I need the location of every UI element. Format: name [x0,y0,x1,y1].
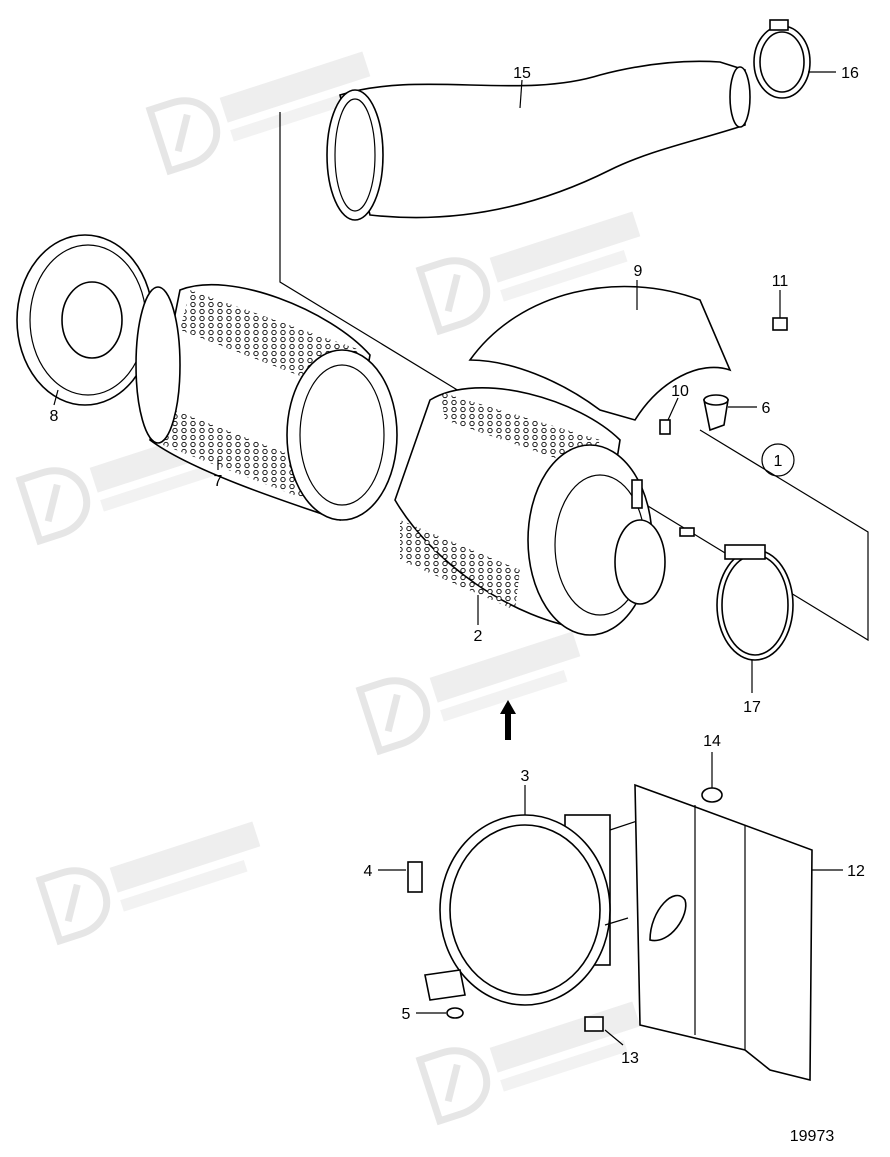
callout-4: 4 [364,863,373,880]
callout-10: 10 [671,383,689,400]
callout-13: 13 [621,1050,639,1067]
assembly-frame [279,112,869,642]
callout-17: 17 [743,699,761,716]
leader-lines [53,71,843,1046]
callout-6: 6 [762,400,771,417]
callout-14: 14 [703,733,721,750]
clamp-part-17 [716,544,794,661]
callout-2: 2 [474,628,483,645]
bracket-part-3 [424,814,656,1006]
callout-16: 16 [841,65,859,82]
hose-part-15 [326,60,751,221]
callout-1: 1 [774,453,783,470]
callout-12: 12 [847,863,865,880]
callout-8: 8 [50,408,59,425]
figure-number: 19973 [790,1128,835,1145]
plate-part-12 [634,783,813,1082]
cap-part-9 [468,285,732,421]
callout-7: 7 [214,473,223,490]
nut-part-14 [701,787,723,803]
screw-part-13 [584,1016,604,1032]
callout-3: 3 [521,768,530,785]
callout-9: 9 [634,263,643,280]
callout-5: 5 [402,1006,411,1023]
arrow-up-icon [500,700,516,740]
clamp-part-16 [753,19,811,99]
valve-part-6 [703,394,729,432]
callout-11: 11 [772,273,789,290]
washer-part-5 [446,1007,464,1019]
screw-part-11 [772,317,788,331]
filter-part-7 [135,283,398,522]
cover-part-8 [16,234,154,406]
screw-part-4 [407,861,423,893]
nipple-part-10 [659,419,671,435]
housing-part-2 [394,387,695,636]
callout-15: 15 [513,65,531,82]
callout-circle [761,443,795,477]
